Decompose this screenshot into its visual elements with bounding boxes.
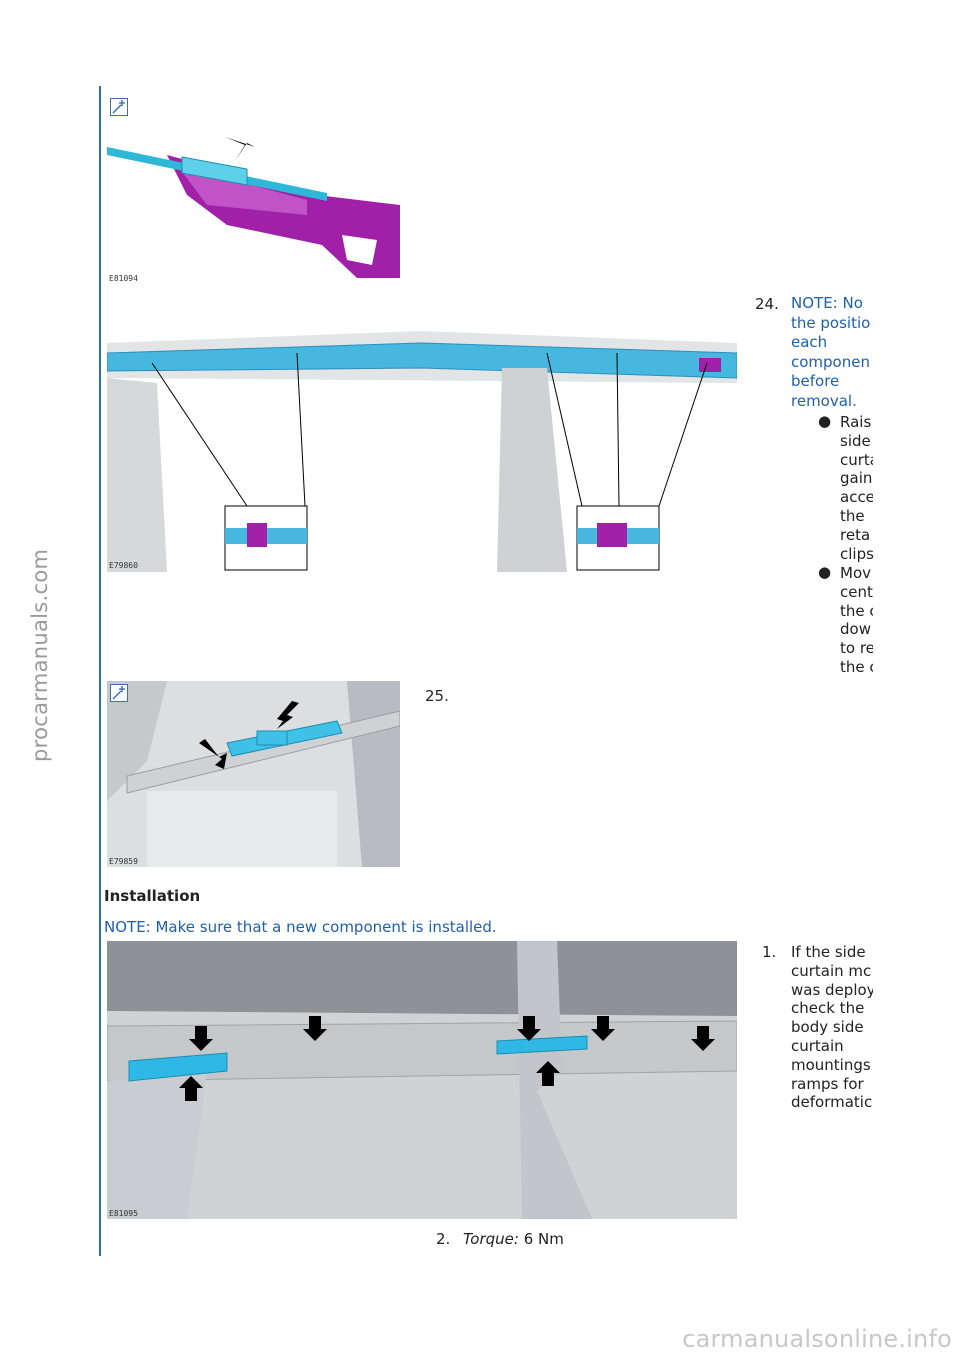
step-24-bullet-2: Mov cent the c dow to re the c [840, 564, 873, 676]
zoom-icon[interactable] [110, 98, 128, 116]
bracket-center [496, 1035, 588, 1055]
figure-e81094-drawing [107, 137, 400, 278]
arrow-icon [189, 1026, 213, 1051]
arrow-icon [691, 1026, 715, 1051]
bullet-marker-icon: ● [818, 412, 832, 430]
figure-e81094: E81094 [107, 95, 400, 283]
arrow-icon [303, 1016, 327, 1041]
section-heading-installation: Installation [104, 887, 201, 905]
curtain-rail-shape [107, 342, 737, 379]
step-1-text: If the side curtain mc was deploy check … [791, 943, 873, 1112]
side-watermark: procarmanuals.com [28, 548, 52, 762]
step-25-number: 25. [425, 687, 449, 705]
figure-e79860-drawing [107, 323, 737, 572]
arrow-icon [517, 1016, 541, 1041]
arrow-icon [277, 701, 299, 729]
bottom-watermark: carmanualsonline.info [682, 1325, 952, 1353]
figure-id: E79860 [109, 561, 138, 570]
arrow-icon [591, 1016, 615, 1041]
installation-note: NOTE: Make sure that a new component is … [104, 918, 497, 936]
arrow-icon [179, 1076, 203, 1101]
figure-e79860: E79860 [107, 323, 737, 572]
zoom-icon[interactable] [110, 684, 128, 702]
pillar-shape [517, 941, 592, 1219]
arrow-icon [199, 739, 227, 769]
figure-id: E81094 [109, 274, 138, 283]
figure-id: E79859 [109, 857, 138, 866]
torque-value: 6 Nm [523, 1230, 564, 1248]
step-2-number: 2. [436, 1230, 451, 1248]
bracket-left [128, 1052, 228, 1082]
step-24-bullet-1: Rais side curta gain acce the reta clips [840, 413, 873, 563]
figure-e81095: E81095 [107, 941, 737, 1219]
step-24-note: NOTE: No the positio each componen befor… [791, 294, 871, 410]
step-1-number: 1. [762, 943, 777, 961]
pillar-shape [497, 368, 567, 572]
margin-rule [99, 86, 101, 1256]
arrow-icon [536, 1061, 560, 1086]
figure-id: E81095 [109, 1209, 138, 1218]
arrow-icon [225, 137, 255, 161]
step-24-number: 24. [755, 295, 779, 313]
step-2-torque: Torque: 6 Nm [463, 1230, 564, 1248]
figure-e79859-drawing [107, 681, 400, 867]
figure-e81095-drawing [107, 941, 737, 1219]
figure-e79859: E79859 [107, 681, 400, 867]
torque-label: Torque: [463, 1230, 519, 1248]
bullet-marker-icon: ● [818, 563, 832, 581]
